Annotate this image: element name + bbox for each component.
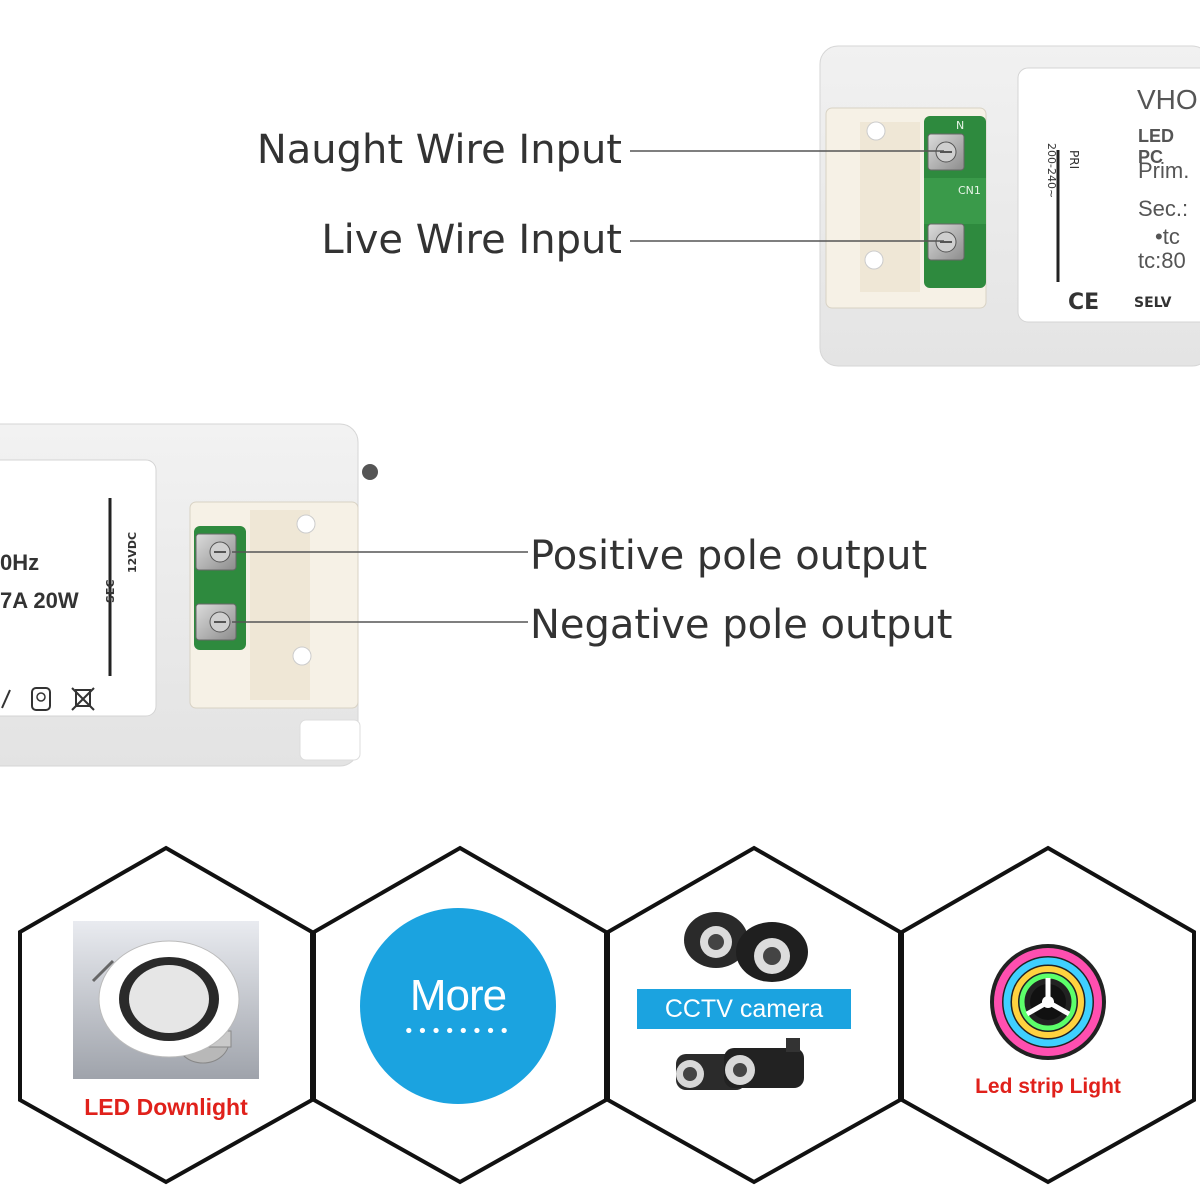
- downlight-photo: [73, 921, 259, 1079]
- led-strip-reel-photo: [984, 942, 1112, 1062]
- more-circle-button[interactable]: More ••••••••: [360, 908, 556, 1104]
- power-supply-input-photo: [800, 30, 1200, 370]
- label-led-downlight: LED Downlight: [84, 1094, 248, 1120]
- callout-positive-pole-output: Positive pole output: [530, 533, 928, 579]
- certification-icons: [0, 684, 110, 714]
- cctv-camera-banner: CCTV camera: [637, 989, 851, 1029]
- callout-naught-wire-input: Naught Wire Input: [256, 127, 622, 173]
- label-line-prim: Prim.: [1138, 158, 1190, 183]
- selv-mark: SELV: [1134, 295, 1172, 311]
- label-frequency: 0Hz: [0, 550, 40, 575]
- label-line-sec: Sec.:: [1138, 196, 1189, 221]
- callout-live-wire-input: Live Wire Input: [321, 217, 622, 263]
- label-line-tc-symbol: •tc: [1155, 224, 1180, 249]
- more-dots: ••••••••: [403, 1021, 513, 1042]
- pcb-cn1-label: CN1: [958, 184, 981, 197]
- label-led-strip-light: Led strip Light: [975, 1075, 1121, 1098]
- bullet-cameras-photo: [666, 1034, 816, 1110]
- more-label: More: [409, 971, 507, 1020]
- label-rating: 7A 20W: [0, 588, 79, 613]
- ce-mark: CE: [1068, 290, 1100, 315]
- callout-lines-top: [630, 150, 944, 242]
- callout-lines-bottom: [232, 551, 528, 623]
- dome-cameras-photo: [676, 906, 816, 984]
- label-line-led: LED PC: [1138, 126, 1174, 167]
- label-brand: VHO: [1137, 84, 1198, 115]
- pcb-terminal-n-label: N: [956, 119, 965, 132]
- label-line-tc: tc:80: [1138, 248, 1186, 273]
- callout-negative-pole-output: Negative pole output: [530, 602, 953, 648]
- power-supply-output-photo: [0, 420, 380, 770]
